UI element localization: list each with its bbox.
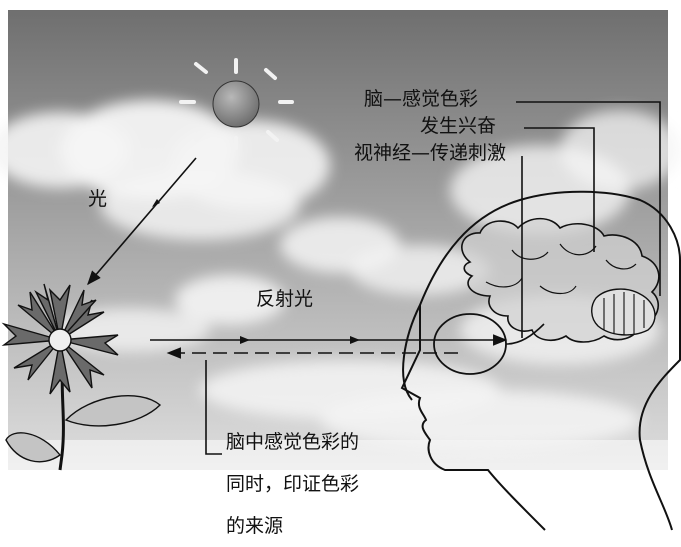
flower-icon (1, 283, 162, 471)
reflected-light-mid-arrow-1 (240, 336, 250, 344)
light-ray-mid-arrow (152, 199, 160, 207)
flower-center (48, 328, 72, 352)
callout-excitation (524, 127, 595, 252)
back-of-neck (638, 260, 681, 531)
flower-leaf-left (5, 432, 62, 463)
note-text: 脑中感觉色彩的 同时，印证色彩 的来源 (226, 421, 359, 547)
flower-leaf-right (64, 394, 162, 427)
label-light: 光 (88, 188, 108, 210)
label-reflected-light: 反射光 (256, 288, 314, 310)
label-optic-nerve: 视神经—传递刺激 (354, 142, 507, 164)
reflected-light-mid-arrow-2 (350, 336, 360, 344)
note-line-1: 脑中感觉色彩的 (226, 431, 360, 453)
callout-brain-color (516, 101, 661, 296)
flower-petals (1, 283, 119, 395)
face-profile (400, 305, 546, 531)
label-brain-color: 脑—感觉色彩 (364, 88, 479, 110)
head-profile (402, 190, 681, 401)
optic-nerve-path (505, 323, 545, 345)
page-bottom-white (0, 470, 681, 539)
light-ray-arrow (87, 157, 197, 286)
cerebellum-folds (603, 292, 645, 335)
cerebellum (591, 288, 656, 336)
note-line-3: 的来源 (226, 515, 284, 537)
sun-icon (179, 58, 294, 150)
note-bracket (205, 360, 222, 455)
label-excitation: 发生兴奋 (420, 115, 497, 137)
note-line-2: 同时，印证色彩 (226, 473, 360, 495)
